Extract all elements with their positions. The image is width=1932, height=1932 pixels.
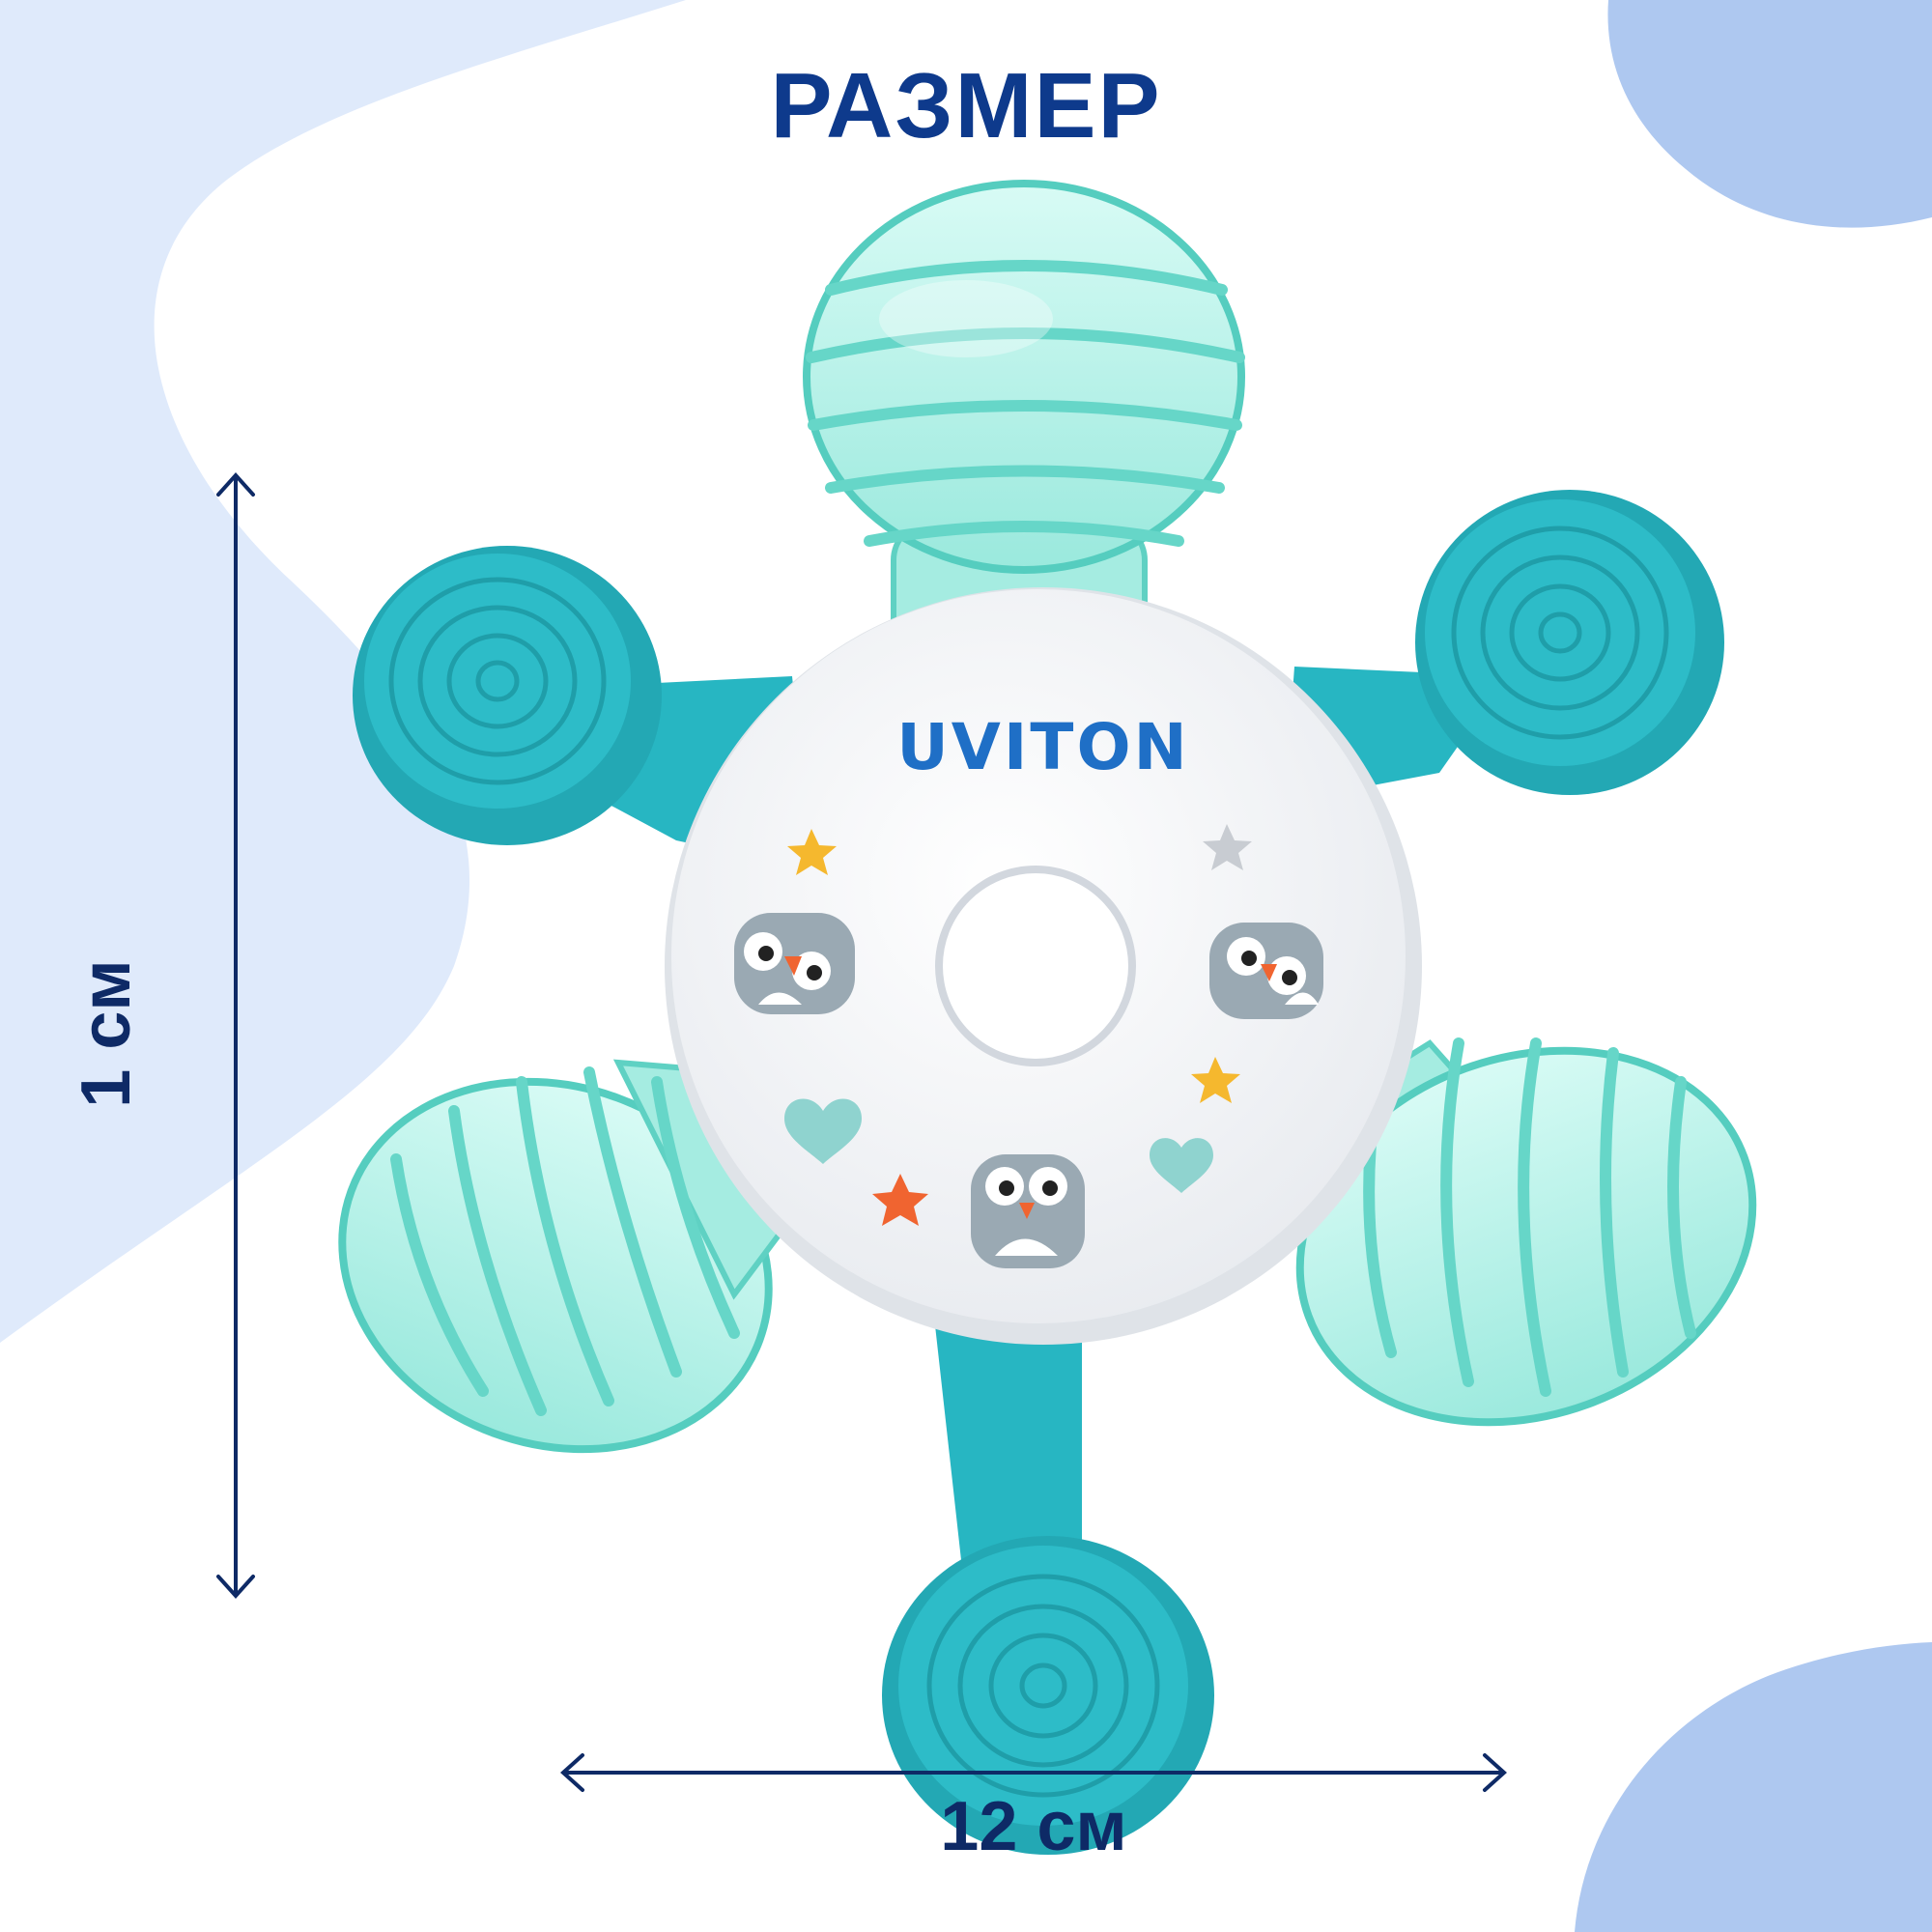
owl-icon: [971, 1154, 1085, 1268]
gel-ball-right: [1295, 1037, 1757, 1427]
star-icon: [872, 1174, 928, 1226]
teal-pad-bottom: [882, 1536, 1214, 1855]
corner-blob-top-right: [1607, 0, 1932, 228]
heart-icon: [1150, 1138, 1213, 1193]
heart-icon: [784, 1098, 862, 1164]
teal-pad-left: [353, 546, 662, 845]
corner-blob-bottom-right: [1575, 1642, 1932, 1932]
star-icon: [787, 829, 837, 875]
background-blob: [0, 0, 686, 1343]
page-title: РАЗМЕР: [770, 54, 1162, 157]
owl-icon: [1209, 923, 1323, 1019]
width-dimension-arrow: [560, 1753, 1507, 1792]
teether: [338, 180, 1757, 1855]
brand-logo: UVITON: [896, 710, 1190, 784]
owl-icon: [734, 913, 855, 1014]
star-icon: [1203, 824, 1252, 870]
height-label: 1 см: [68, 959, 145, 1108]
width-label: 12 см: [940, 1788, 1127, 1865]
center-disc: [665, 587, 1422, 1345]
height-dimension-arrow: [216, 472, 255, 1599]
teal-pad-right: [1415, 490, 1724, 795]
star-icon: [1191, 1057, 1240, 1103]
